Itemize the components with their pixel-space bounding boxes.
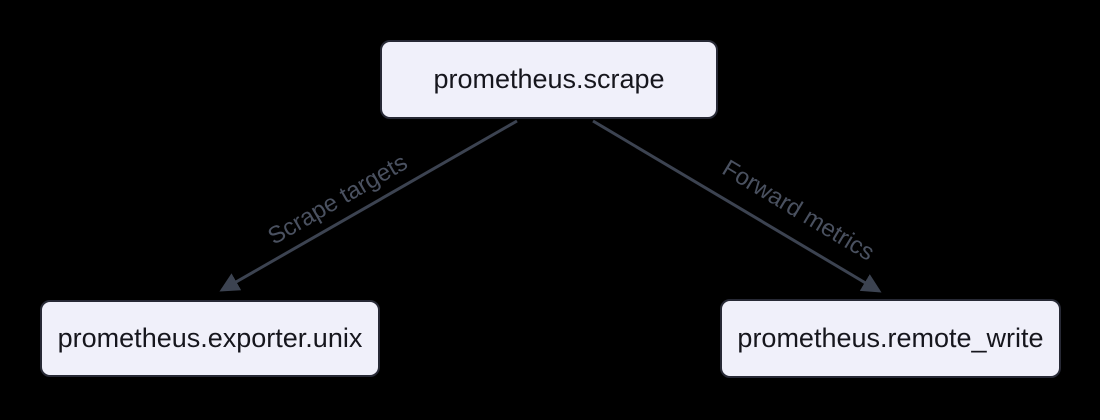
edge-scrape-to-remote-write [592,119,882,293]
node-label-prometheus-scrape: prometheus.scrape [433,64,665,95]
edge-scrape-to-exporter [219,119,518,292]
node-label-prometheus-exporter-unix: prometheus.exporter.unix [57,323,363,354]
node-prometheus-remote-write: prometheus.remote_write [720,299,1061,378]
node-label-prometheus-remote-write: prometheus.remote_write [737,323,1044,354]
node-prometheus-exporter-unix: prometheus.exporter.unix [40,300,380,377]
node-prometheus-scrape: prometheus.scrape [380,40,718,119]
